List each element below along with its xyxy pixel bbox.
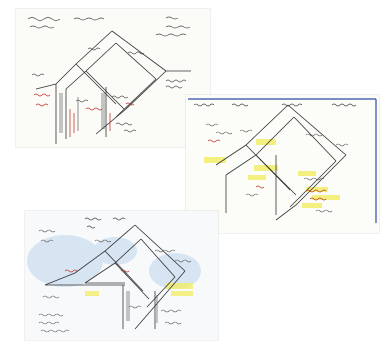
sheet-1-red-annotations — [33, 93, 135, 137]
sheet-2-drawing — [186, 95, 379, 233]
sheet-3-highlights — [85, 283, 193, 296]
sheet-3-red-annotations — [64, 269, 130, 273]
sheet-3-drawing — [25, 211, 218, 340]
sheet-1-vertical-text — [59, 93, 105, 133]
sheet-1-network-lines — [35, 30, 191, 144]
sheet-2-annotations — [205, 123, 349, 213]
sheet-2-header-scribbles — [193, 103, 357, 107]
sheet-3-vertical-text — [126, 291, 158, 323]
sheet-3-header-scribbles — [84, 217, 126, 229]
sheet-3-network-lines — [44, 224, 186, 330]
sheet-2-highlights — [204, 139, 340, 208]
handwritten-sheet-3 — [25, 211, 218, 340]
sheet-2-blue-border — [188, 98, 377, 223]
sheet-1-header-scribbles — [27, 16, 191, 37]
sheet-2-red-annotations — [207, 139, 327, 201]
sheet-3-annotations — [38, 229, 192, 333]
sheet-1-drawing — [27, 16, 191, 144]
handwritten-sheet-1 — [16, 9, 210, 147]
sheet-1-annotations — [31, 47, 187, 133]
sheet-2-network-lines — [215, 104, 347, 221]
handwritten-sheet-2 — [186, 95, 379, 233]
